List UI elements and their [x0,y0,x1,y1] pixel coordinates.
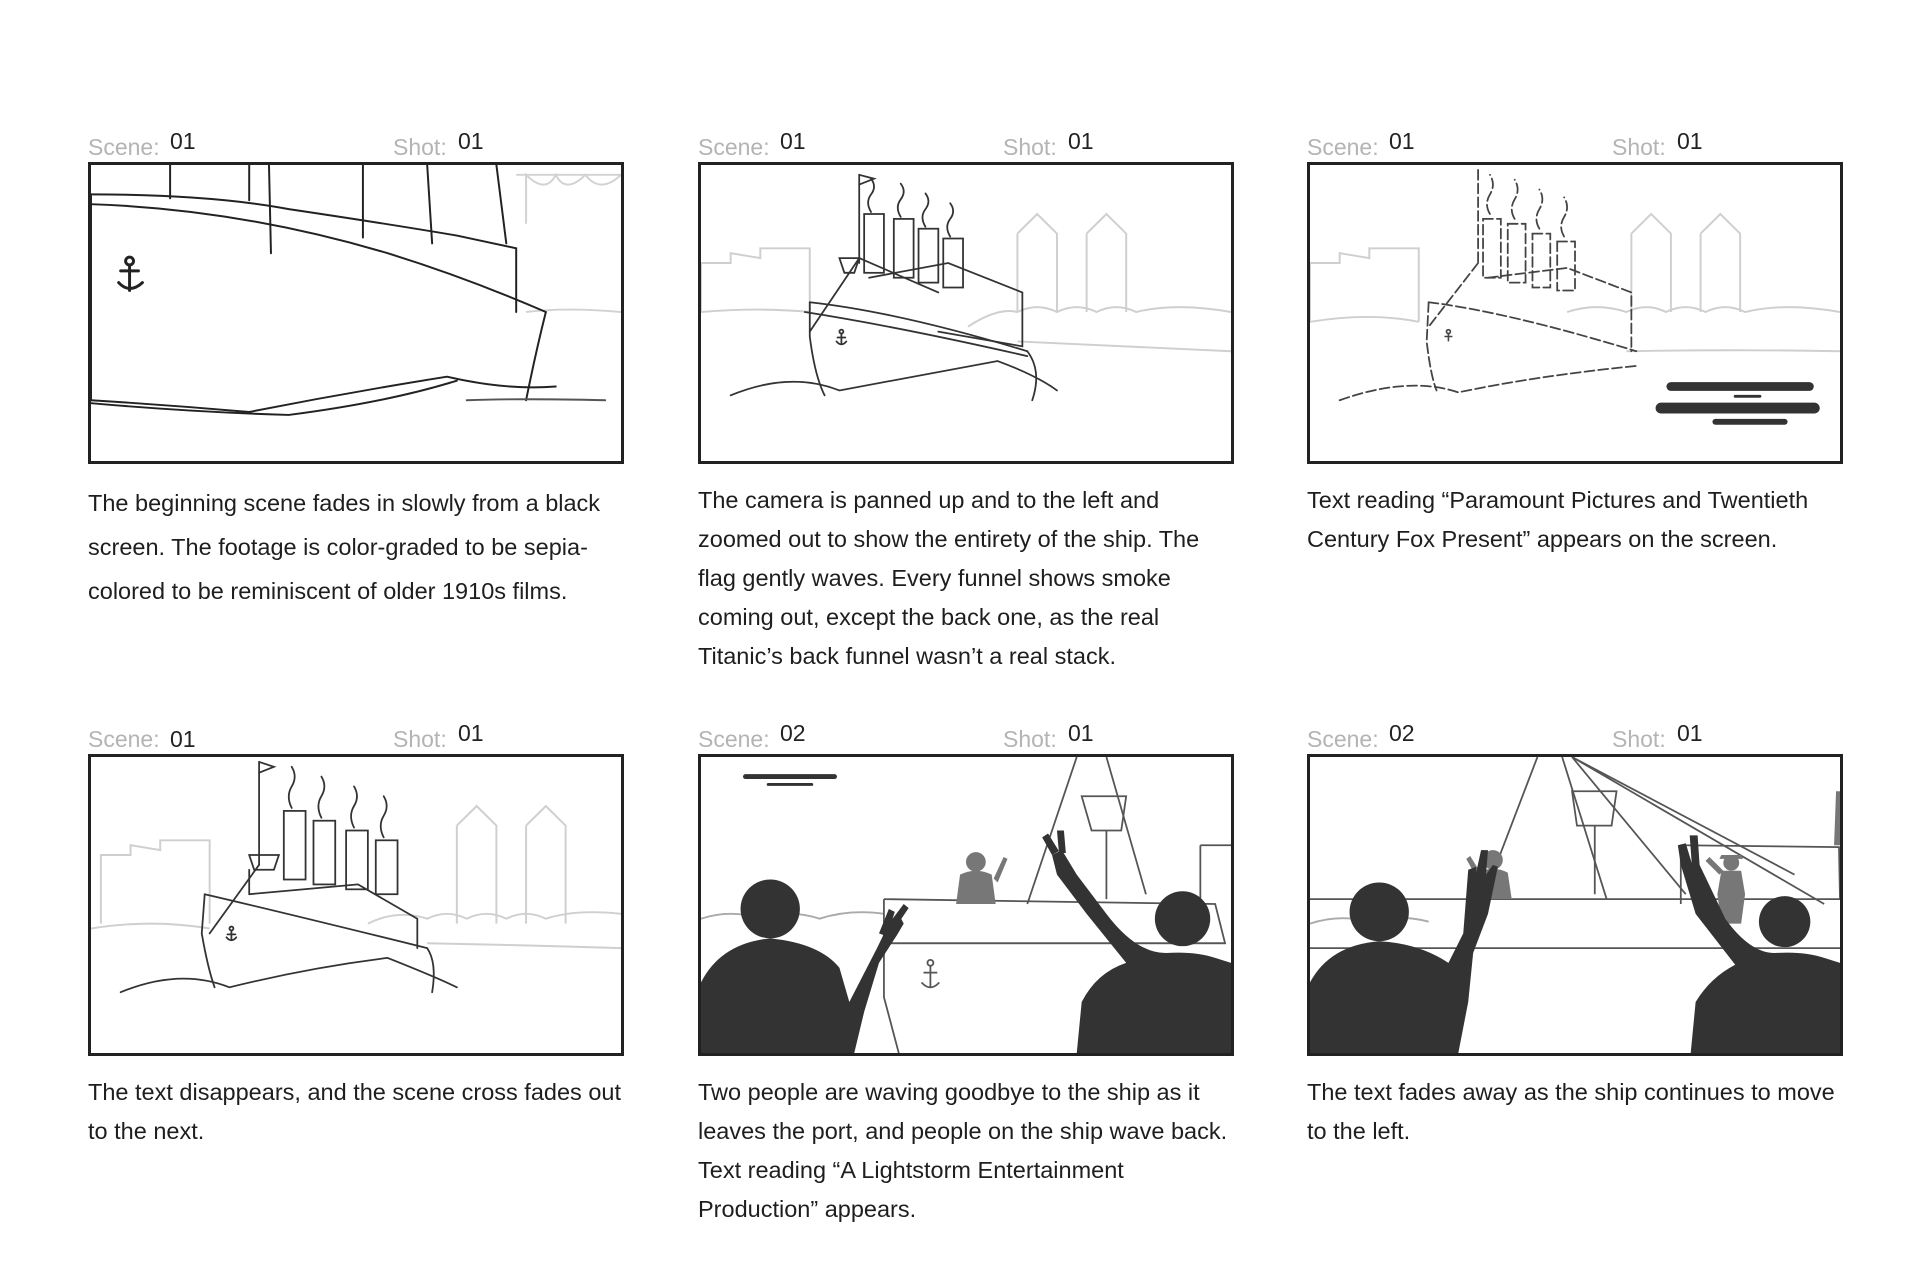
scene-label: Scene: [698,134,770,160]
sketch-frame [88,754,624,1056]
sketch-frame [88,162,624,464]
ship-moving-left-sketch [1310,757,1840,1053]
shot-description: Text reading “Paramount Pictures and Twe… [1307,487,1809,552]
panel-meta: Scene: 01 Shot: 01 [698,128,1234,160]
scene-number: 01 [780,128,806,154]
scene-number: 01 [170,128,196,154]
shot-label: Shot: [1003,134,1057,160]
scene-number: 01 [1389,128,1415,154]
scene-number: 01 [170,726,196,752]
shot-description: The camera is panned up and to the left … [698,487,1200,669]
panel-meta: Scene: 02 Shot: 01 [698,720,1234,752]
shot-number: 01 [458,720,484,746]
shot-description: Two people are waving goodbye to the shi… [698,1079,1228,1222]
scene-number: 02 [1389,720,1415,746]
ship-closeup-sketch [91,165,621,416]
shot-number: 01 [1068,128,1094,154]
panel-meta: Scene: 01 Shot: 01 [88,128,624,160]
sketch-frame [698,754,1234,1056]
panel-meta: Scene: 01 Shot: 01 [1307,128,1843,160]
sketch-frame [1307,162,1843,464]
shot-number: 01 [458,128,484,154]
shot-number: 01 [1677,128,1703,154]
scene-label: Scene: [698,726,770,752]
scene-number: 02 [780,720,806,746]
ship-departing-sketch [91,761,621,994]
scene-label: Scene: [88,726,160,752]
scene-label: Scene: [88,134,160,160]
full-ship-sketch [701,173,1231,402]
scene-label: Scene: [1307,726,1379,752]
shot-label: Shot: [393,134,447,160]
shot-label: Shot: [1612,726,1666,752]
scene-label: Scene: [1307,134,1379,160]
shot-label: Shot: [393,726,447,752]
shot-label: Shot: [1612,134,1666,160]
shot-description: The text fades away as the ship continue… [1307,1079,1835,1144]
shot-label: Shot: [1003,726,1057,752]
shot-number: 01 [1677,720,1703,746]
panel-meta: Scene: 01 Shot: 01 [88,720,624,752]
panel-meta: Scene: 02 Shot: 01 [1307,720,1843,752]
ship-with-title-text-sketch [1310,169,1840,425]
sketch-frame [698,162,1234,464]
people-waving-sketch [701,757,1231,1053]
shot-description: The beginning scene fades in slowly from… [88,490,601,604]
shot-number: 01 [1068,720,1094,746]
shot-description: The text disappears, and the scene cross… [88,1079,621,1144]
sketch-frame [1307,754,1843,1056]
